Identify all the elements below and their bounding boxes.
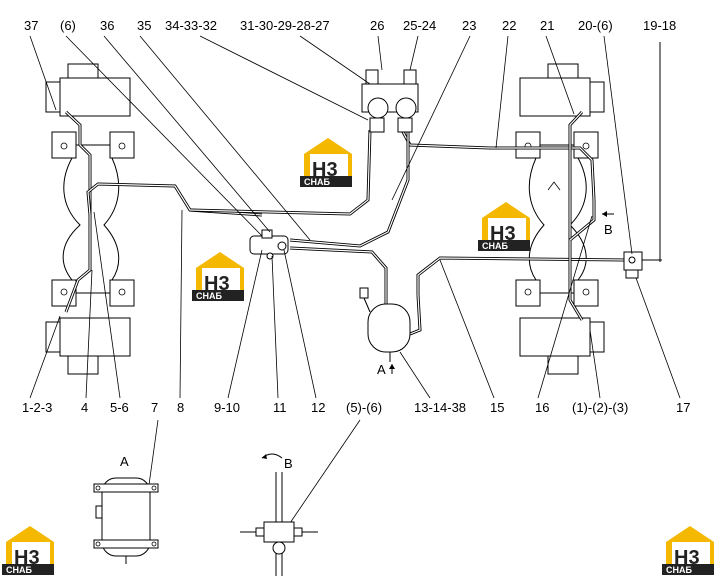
- right-bottom-hub: [519, 317, 591, 357]
- right-axle: [515, 63, 605, 375]
- pipe-22: [400, 129, 596, 201]
- pressure-switch: [623, 251, 643, 279]
- brake-pipes: [64, 42, 662, 336]
- left-bottom-bracket-2: [109, 279, 135, 307]
- brake-valve-fitting-left: [369, 117, 385, 133]
- tank-feed-pipe: [289, 246, 388, 305]
- watermark-logo: H3 СНАБ: [478, 202, 530, 251]
- pressure-switch-connector: [625, 269, 639, 279]
- direction-marks: B A: [377, 211, 614, 377]
- callout-34-33-32: 34-33-32: [165, 18, 217, 33]
- watermark-text: СНАБ: [196, 291, 222, 301]
- callout-26: 26: [370, 18, 384, 33]
- callout-13-14-38: 13-14-38: [414, 400, 466, 415]
- left-bottom-hub: [59, 317, 131, 357]
- callout-20-6: 20-(6): [578, 18, 613, 33]
- view-b-part-label: (5)-(6): [346, 400, 382, 415]
- right-axle-housing-inner: [528, 157, 545, 281]
- brake-valve-port-left: [365, 69, 379, 85]
- callout-12: 12: [311, 400, 325, 415]
- callout-9-10: 9-10: [214, 400, 240, 415]
- callout-4: 4: [81, 400, 88, 415]
- top-callouts: 37 (6) 36 35 34-33-32 31-30-29-28-27 26 …: [24, 18, 676, 33]
- view-b-fitting-body: [263, 521, 295, 543]
- view-a-arrow-label: A: [377, 362, 386, 377]
- callout-1-2-3-paren: (1)-(2)-(3): [572, 400, 628, 415]
- view-b-fitting-left: [255, 527, 265, 537]
- brake-valve: [361, 69, 419, 133]
- callout-25-24: 25-24: [403, 18, 436, 33]
- watermark-logos: H3 СНАБ H3 СНАБ H3 СНАБ H3 СНАБ: [2, 138, 714, 575]
- watermark-text: СНАБ: [304, 177, 330, 187]
- watermark-text: СНАБ: [482, 241, 508, 251]
- callout-16: 16: [535, 400, 549, 415]
- callout-36: 36: [100, 18, 114, 33]
- callout-17: 17: [676, 400, 690, 415]
- right-top-hub-cap: [589, 81, 605, 113]
- right-bottom-hub-flange: [547, 355, 579, 375]
- watermark-logo: H3 СНАБ: [300, 138, 352, 187]
- detail-tank-port: [95, 505, 103, 519]
- detail-tank-strap-top: [93, 483, 159, 493]
- left-axle-housing-outer: [62, 157, 81, 281]
- detail-view-b: (5)-(6) B: [240, 400, 382, 576]
- callout-1-2-3: 1-2-3: [22, 400, 52, 415]
- detail-view-a: A: [93, 454, 159, 564]
- bottom-callouts: 1-2-3 4 5-6 7 8 9-10 11 12 13-14-38 15 1…: [22, 400, 690, 415]
- left-axle-housing-inner: [103, 157, 120, 281]
- callout-22: 22: [502, 18, 516, 33]
- brake-valve-chamber-left: [367, 97, 389, 119]
- left-top-bracket: [51, 131, 77, 159]
- brake-chamber-fitting: [261, 229, 273, 239]
- watermark-letters: H3: [14, 547, 40, 569]
- watermark-letters: H3: [312, 159, 338, 181]
- watermark-letters: H3: [204, 273, 230, 295]
- pipe-23: [289, 130, 410, 248]
- brake-chamber: [249, 229, 289, 260]
- watermark-letters: H3: [490, 223, 516, 245]
- callout-8: 8: [177, 400, 184, 415]
- callout-21: 21: [540, 18, 554, 33]
- brake-valve-fitting-right: [397, 117, 413, 133]
- left-top-hub: [59, 77, 131, 117]
- detail-tank-strap-bottom: [93, 539, 159, 549]
- watermark-letters: H3: [674, 547, 700, 569]
- callout-37: 37: [24, 18, 38, 33]
- air-tank-drain: [359, 287, 369, 299]
- view-b-fitting-nut: [272, 541, 286, 555]
- view-b-title: B: [284, 456, 293, 471]
- callout-5-6: 5-6: [110, 400, 129, 415]
- right-top-hub: [519, 77, 591, 117]
- view-a-title: A: [120, 454, 129, 469]
- air-tank: [359, 287, 411, 362]
- callout-19-18: 19-18: [643, 18, 676, 33]
- right-top-bracket: [515, 131, 541, 159]
- brake-valve-chamber-right: [395, 97, 417, 119]
- watermark-logo: H3 СНАБ: [2, 526, 54, 575]
- watermark-logo: H3 СНАБ: [662, 526, 714, 575]
- watermark-text: СНАБ: [666, 565, 692, 575]
- watermark-logo: H3 СНАБ: [192, 252, 244, 301]
- callout-15: 15: [490, 400, 504, 415]
- callout-7: 7: [151, 400, 158, 415]
- leader-lines: [29, 35, 681, 527]
- callout-6: (6): [60, 18, 76, 33]
- right-bottom-bracket-2: [573, 279, 599, 307]
- right-bottom-bracket: [515, 279, 541, 307]
- right-bottom-hub-cap: [589, 321, 605, 353]
- left-top-bracket-2: [109, 131, 135, 159]
- callout-35: 35: [137, 18, 151, 33]
- callout-31-27: 31-30-29-28-27: [240, 18, 330, 33]
- left-bottom-hub-flange: [67, 355, 99, 375]
- air-tank-body: [367, 303, 411, 353]
- view-b-arrow-label: B: [604, 222, 613, 237]
- right-axle-mount-mark: [547, 181, 561, 191]
- view-b-fitting-right: [293, 527, 303, 537]
- callout-11: 11: [273, 400, 287, 415]
- watermark-text: СНАБ: [6, 565, 32, 575]
- brake-valve-port-right: [403, 69, 417, 85]
- callout-23: 23: [462, 18, 476, 33]
